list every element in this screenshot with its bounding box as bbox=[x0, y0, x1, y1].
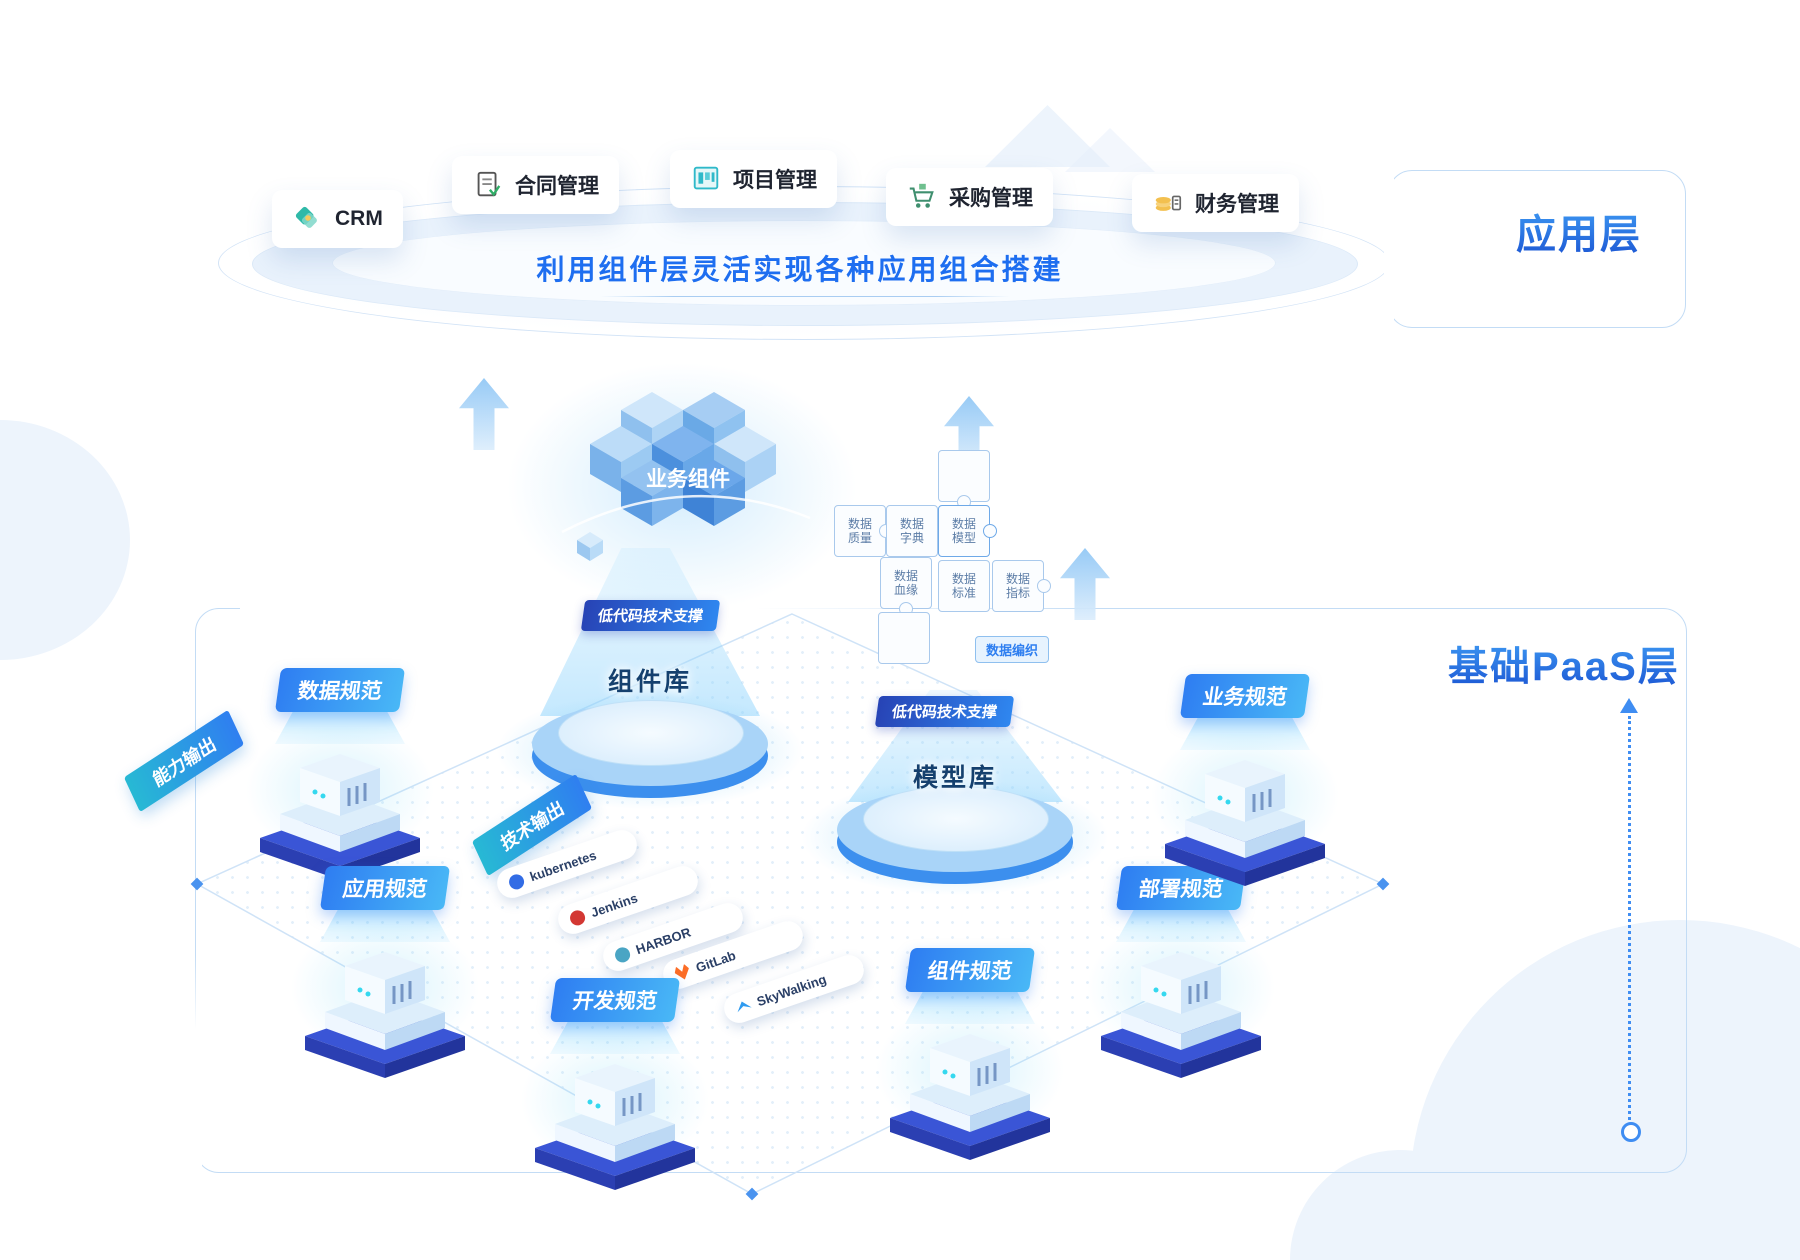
app-card-crm: CRM bbox=[272, 190, 403, 248]
app-card-label: 采购管理 bbox=[949, 187, 1033, 210]
puzzle-label: 数据标准 bbox=[951, 571, 976, 600]
business-components-label: 业务组件 bbox=[646, 467, 730, 491]
jenkins-icon bbox=[567, 907, 587, 927]
app-card-procurement: 采购管理 bbox=[886, 168, 1053, 226]
app-layer-title: 应用层 bbox=[1516, 202, 1642, 260]
puzzle-label: 数据血缘 bbox=[893, 568, 918, 597]
puzzle-piece: 数据血缘 bbox=[880, 557, 932, 616]
server-icon bbox=[1165, 760, 1325, 886]
puzzle-piece: 数据标准 bbox=[938, 560, 990, 612]
dotted-guide-line bbox=[1628, 716, 1631, 1120]
server-icon bbox=[305, 952, 465, 1078]
puzzle-piece: 数据模型 bbox=[938, 505, 997, 557]
spec-node-application: 应用规范 bbox=[290, 866, 480, 1091]
spec-node-component: 组件规范 bbox=[875, 948, 1065, 1173]
app-card-finance: 财务管理 bbox=[1132, 174, 1299, 232]
contract-icon bbox=[477, 171, 501, 197]
finance-icon bbox=[1155, 195, 1182, 211]
frame-fade bbox=[1384, 176, 1394, 320]
frame-fade bbox=[188, 955, 202, 1167]
dotted-line-arrow-icon bbox=[1620, 698, 1638, 713]
puzzle-label: 数据模型 bbox=[951, 516, 976, 545]
app-card-label: CRM bbox=[335, 207, 383, 230]
spec-pill: 数据规范 bbox=[274, 668, 406, 712]
puzzle-piece: 数据质量 bbox=[834, 505, 893, 557]
server-icon bbox=[535, 1064, 695, 1190]
spec-node-business: 业务规范 bbox=[1150, 674, 1340, 899]
spec-pill: 应用规范 bbox=[319, 866, 451, 910]
spec-pill: 开发规范 bbox=[549, 978, 681, 1022]
lowcode-support-pill: 低代码技术支撑 bbox=[580, 600, 721, 631]
spec-node-development: 开发规范 bbox=[520, 978, 710, 1203]
tech-pill-label: GitLab bbox=[693, 947, 738, 975]
banner-text: 利用组件层灵活实现各种应用组合搭建 bbox=[536, 254, 1064, 285]
podium-top bbox=[558, 700, 744, 766]
banner-underline bbox=[600, 296, 1010, 297]
paas-layer-title: 基础PaaS层 bbox=[1448, 634, 1680, 692]
podium-top bbox=[863, 786, 1049, 852]
server-icon bbox=[1101, 952, 1261, 1078]
app-card-contract: 合同管理 bbox=[452, 156, 619, 214]
procurement-icon bbox=[909, 183, 934, 208]
puzzle-label: 数据质量 bbox=[847, 516, 872, 545]
puzzle-piece: 数据指标 bbox=[992, 560, 1051, 612]
component-library-label: 组件库 bbox=[607, 668, 692, 696]
server-icon bbox=[260, 754, 420, 880]
skywalking-icon bbox=[734, 997, 753, 1016]
crm-icon bbox=[295, 206, 317, 228]
server-icon bbox=[890, 1034, 1050, 1160]
spec-pill: 组件规范 bbox=[904, 948, 1036, 992]
spec-node-deployment: 部署规范 bbox=[1086, 866, 1276, 1091]
app-card-label: 财务管理 bbox=[1195, 193, 1279, 216]
app-card-project: 项目管理 bbox=[670, 150, 837, 208]
puzzle-piece-blank bbox=[878, 612, 930, 664]
spec-pill: 业务规范 bbox=[1179, 674, 1311, 718]
puzzle-label: 数据指标 bbox=[1005, 571, 1030, 600]
puzzle-label: 数据字典 bbox=[899, 516, 924, 545]
project-icon bbox=[693, 166, 719, 190]
app-card-label: 项目管理 bbox=[733, 169, 817, 192]
dotted-line-end-ring bbox=[1621, 1122, 1641, 1142]
app-card-label: 合同管理 bbox=[515, 175, 599, 198]
model-library-label: 模型库 bbox=[912, 764, 997, 792]
puzzle-piece-blank bbox=[938, 450, 990, 509]
spec-node-data: 数据规范 bbox=[245, 668, 435, 893]
lowcode-support-pill: 低代码技术支撑 bbox=[874, 696, 1015, 727]
business-components-cubes: 业务组件 bbox=[561, 392, 811, 561]
harbor-icon bbox=[612, 944, 632, 964]
data-fabric-tag: 数据编织 bbox=[975, 636, 1050, 663]
kubernetes-icon bbox=[506, 871, 526, 891]
app-platform-inner bbox=[332, 220, 1276, 306]
puzzle-piece: 数据字典 bbox=[886, 505, 938, 557]
